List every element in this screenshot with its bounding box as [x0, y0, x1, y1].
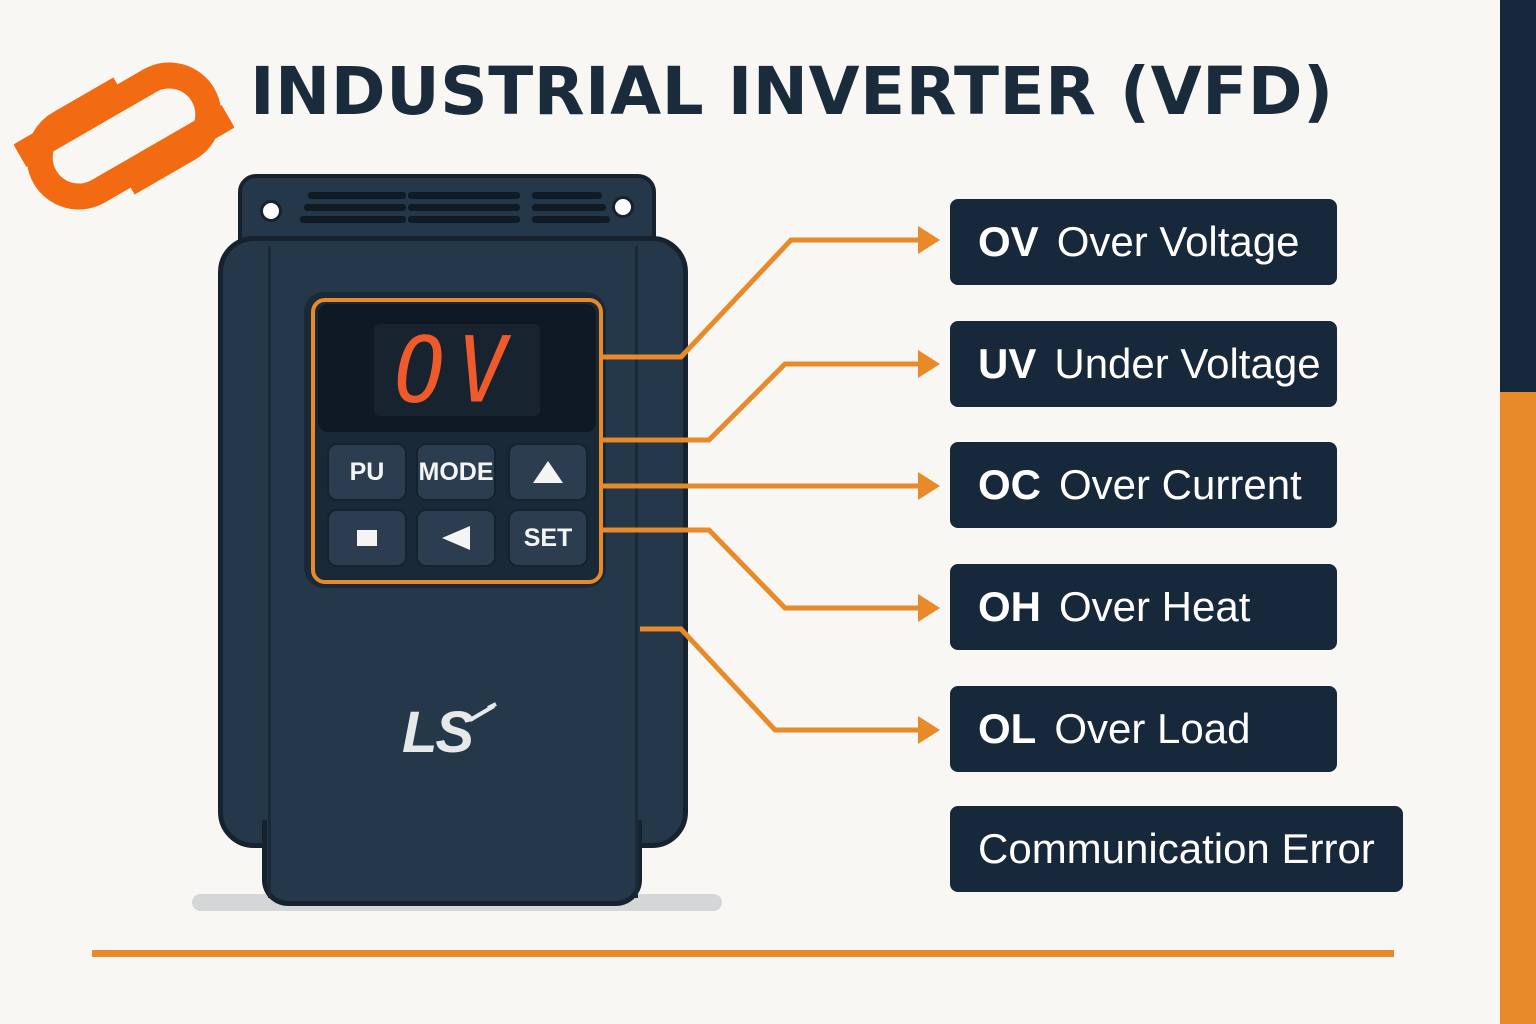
inverter-base [262, 820, 642, 906]
bottom-divider-line [92, 950, 1394, 957]
set-button[interactable]: SET [508, 509, 588, 567]
vent-slot [304, 204, 406, 211]
arrowhead-icon [918, 716, 940, 744]
connector-line [603, 361, 922, 443]
connector-line [640, 626, 922, 733]
inverter-front-edge [268, 246, 638, 898]
fault-code: OV [978, 218, 1039, 265]
display-readout: OV [394, 317, 520, 423]
arrowhead-icon [918, 350, 940, 378]
vent-slot [532, 204, 606, 211]
arrowhead-icon [918, 472, 940, 500]
fault-description: Over Current [1059, 461, 1302, 508]
fault-code: OH [978, 583, 1041, 630]
pu-button[interactable]: PU [327, 443, 407, 501]
connector-line [603, 527, 922, 611]
mount-hole [260, 200, 282, 222]
brand-text: LS [402, 700, 474, 765]
fault-label-oc: OC Over Current [950, 442, 1337, 528]
fault-label-ov: OV Over Voltage [950, 199, 1337, 285]
fault-description: Over Load [1054, 705, 1251, 752]
arrowhead-icon [918, 594, 940, 622]
fault-label-communication-error: Communication Error [950, 806, 1403, 892]
fault-description: Over Voltage [1056, 218, 1300, 265]
vent-slot [300, 216, 406, 223]
left-triangle-icon [442, 526, 470, 550]
right-accent-bar-navy [1500, 0, 1536, 392]
fault-description: Communication Error [978, 825, 1375, 872]
vent-slot [532, 192, 602, 199]
keypad-highlight-frame [311, 298, 603, 584]
brand-swoosh-icon [469, 702, 498, 722]
left-button[interactable] [416, 509, 496, 567]
stop-button[interactable] [327, 509, 407, 567]
fault-label-ol: OL Over Load [950, 686, 1337, 772]
up-triangle-icon [533, 461, 563, 483]
connector-line [603, 237, 922, 360]
vent-slot [408, 204, 520, 211]
vent-slot [308, 192, 406, 199]
seven-segment-display: OV [374, 324, 540, 416]
page-title: INDUSTRIAL INVERTER (VFD) [250, 53, 1334, 130]
vent-slot [532, 216, 610, 223]
arrowhead-icon [918, 226, 940, 254]
stop-square-icon [357, 530, 377, 546]
fault-label-oh: OH Over Heat [950, 564, 1337, 650]
mode-button[interactable]: MODE [416, 443, 496, 501]
fault-code: UV [978, 340, 1037, 387]
up-button[interactable] [508, 443, 588, 501]
fault-code: OL [978, 705, 1037, 752]
fault-label-uv: UV Under Voltage [950, 321, 1337, 407]
fault-description: Under Voltage [1054, 340, 1321, 387]
mount-hole [612, 196, 634, 218]
orange-double-s-logo-icon [14, 62, 234, 210]
fault-description: Over Heat [1059, 583, 1251, 630]
right-accent-bar-orange [1500, 392, 1536, 1024]
vent-slot [408, 216, 520, 223]
fault-code: OC [978, 461, 1041, 508]
vent-slot [408, 192, 520, 199]
brand-logo: LS [402, 696, 522, 762]
